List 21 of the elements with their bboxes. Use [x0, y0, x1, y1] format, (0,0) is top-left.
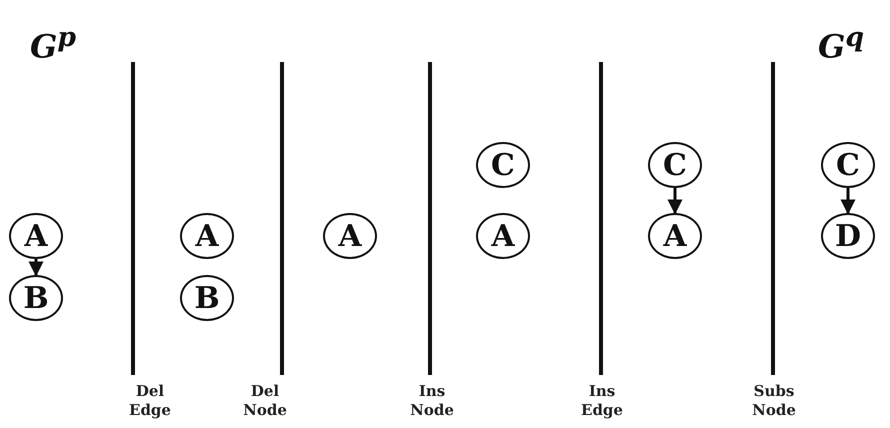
graph-title: G$^{p}$ — [30, 22, 76, 66]
operation-label: Del Node — [242, 382, 288, 420]
arrow — [28, 259, 44, 276]
graph-node-circle: A — [180, 213, 234, 259]
arrow — [840, 188, 856, 214]
graph-node-circle: B — [180, 275, 234, 321]
operation-label: Del Edge — [128, 382, 172, 420]
graph-node-circle: A — [476, 213, 530, 259]
graph-node-circle: A — [9, 213, 63, 259]
operation-label: Ins Node — [409, 382, 455, 420]
graph-node-circle: D — [821, 213, 875, 259]
graph-node-circle: C — [648, 142, 702, 188]
graph-node-circle: A — [323, 213, 377, 259]
graph-title: G$^{q}$ — [818, 22, 864, 66]
operation-label: Ins Edge — [580, 382, 624, 420]
graph-node-circle: A — [648, 213, 702, 259]
graph-node-circle: C — [476, 142, 530, 188]
arrow — [668, 188, 682, 214]
operation-label: Subs Node — [751, 382, 797, 420]
graph-node-circle: B — [9, 275, 63, 321]
graph-node-circle: C — [821, 142, 875, 188]
